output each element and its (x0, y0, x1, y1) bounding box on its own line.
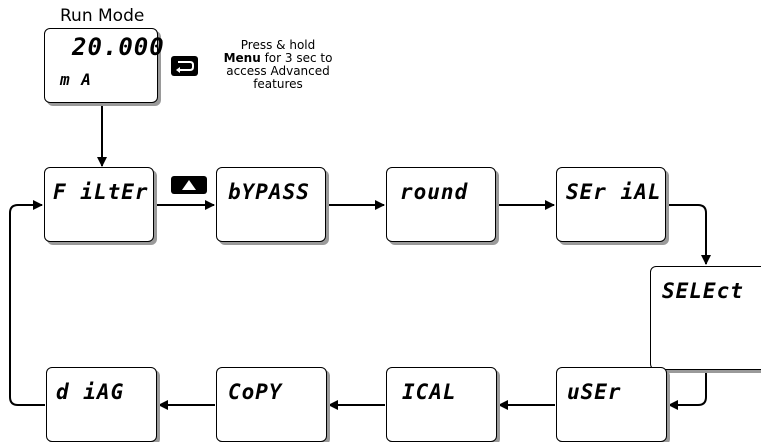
run-mode-title: Run Mode (60, 6, 145, 26)
menu-box-filter (44, 167, 154, 242)
note-line-2-rest: for 3 sec to (260, 51, 333, 65)
run-mode-display (44, 28, 158, 103)
note-line-4: features (253, 77, 303, 91)
menu-box-bypass (216, 167, 326, 242)
label-round: round (400, 180, 469, 204)
display-value: 20.000 (72, 33, 165, 61)
menu-box-round (386, 167, 496, 242)
menu-key-label: Menu (223, 51, 261, 65)
note-line-1: Press & hold (240, 38, 316, 52)
note-line-3: access Advanced (226, 64, 330, 78)
menu-box-ical (386, 367, 497, 442)
arrow-select-to-user (668, 370, 707, 410)
menu-box-user (556, 367, 667, 442)
up-arrow-icon (171, 176, 207, 194)
menu-box-serial (556, 167, 666, 242)
menu-box-copy (216, 367, 327, 442)
label-filter: F iLtEr (53, 180, 149, 204)
label-serial: SEr iAL (566, 180, 662, 204)
label-ical: ICAL (402, 380, 457, 404)
display-unit: m A (60, 70, 92, 89)
label-bypass: bYPASS (228, 180, 310, 204)
label-copy: CoPY (228, 380, 283, 404)
label-diag: d iAG (56, 380, 125, 404)
advanced-features-note: Press & hold Menu for 3 sec to access Ad… (204, 39, 352, 91)
arrow-serial-to-select (666, 204, 711, 265)
label-select: SELEct (662, 279, 744, 303)
label-user: uSEr (567, 380, 622, 404)
arrow-diag-to-filter (9, 200, 45, 406)
note-line-2: Menu for 3 sec to (204, 52, 352, 65)
menu-box-diag (46, 367, 157, 442)
menu-box-select (650, 266, 761, 370)
menu-return-icon (171, 56, 198, 76)
